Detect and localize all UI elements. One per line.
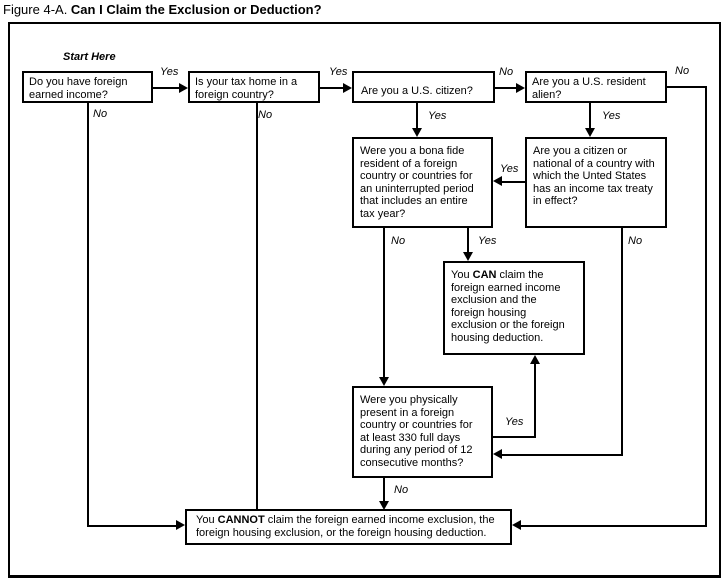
can-claim-text-post: claim the foreign earned income exclusio…	[451, 269, 565, 344]
start-here-label: Start Here	[63, 51, 116, 63]
node-can-claim: You CAN claim the foreign earned income …	[443, 261, 585, 355]
arrowhead-into-cannot-left	[176, 520, 185, 530]
line-taxhome-citizen	[320, 87, 344, 89]
node-cannot-claim: You CANNOT claim the foreign earned inco…	[185, 509, 512, 545]
node-foreign-income: Do you have foreign earned income?	[22, 71, 153, 103]
label-yes-taxhome-citizen: Yes	[329, 66, 348, 78]
can-claim-text-bold: CAN	[472, 269, 497, 281]
line-alien-no-bottom	[520, 525, 706, 527]
label-no-citizen-alien: No	[499, 66, 514, 78]
line-treaty-yes-left	[502, 181, 525, 183]
flowchart-border	[8, 22, 721, 578]
label-yes-citizen-down: Yes	[428, 110, 447, 122]
figure-title-prefix: Figure 4-A.	[3, 2, 71, 17]
figure-title: Figure 4-A. Can I Claim the Exclusion or…	[3, 2, 322, 17]
label-no-physical-down: No	[394, 484, 409, 496]
line-physical-yes-right	[493, 436, 536, 438]
label-yes-treaty-bonafide: Yes	[500, 163, 519, 175]
label-no-alien-out: No	[675, 65, 690, 77]
arrowhead-into-alien	[516, 83, 525, 93]
arrowhead-into-can-bottom	[530, 355, 540, 364]
can-claim-text-pre: You	[451, 269, 473, 281]
line-treaty-no-left	[502, 454, 622, 456]
label-yes-bonafide-down: Yes	[478, 235, 497, 247]
arrowhead-into-physical-top	[379, 377, 389, 386]
figure-title-text: Can I Claim the Exclusion or Deduction?	[70, 2, 322, 17]
line-citizen-alien	[495, 87, 517, 89]
line-alien-no-right	[705, 86, 707, 527]
line-income-no-down	[87, 102, 89, 527]
arrowhead-into-bonafide-right	[493, 176, 502, 186]
cannot-claim-text-bold: CANNOT	[217, 514, 265, 526]
arrowhead-into-can-top	[463, 252, 473, 261]
line-taxhome-no-down	[256, 102, 258, 510]
node-us-citizen: Are you a U.S. citizen?	[352, 71, 495, 103]
cannot-claim-text-pre: You	[196, 514, 218, 526]
label-no-income-down: No	[93, 108, 108, 120]
arrowhead-into-bonafide	[412, 128, 422, 137]
line-income-no-bottom	[87, 525, 177, 527]
label-yes-alien-down: Yes	[602, 110, 621, 122]
arrowhead-into-taxhome	[179, 83, 188, 93]
line-citizen-yes-down	[416, 102, 418, 129]
node-physical-presence: Were you physically present in a foreign…	[352, 386, 493, 478]
cannot-claim-text-post: claim the foreign earned income exclusio…	[196, 514, 495, 539]
arrowhead-into-cannot-right	[512, 520, 521, 530]
line-bonafide-no-down	[383, 228, 385, 378]
node-resident-alien: Are you a U.S. resident alien?	[525, 71, 667, 103]
arrowhead-into-treaty	[585, 128, 595, 137]
label-no-treaty-down: No	[628, 235, 643, 247]
node-tax-home: Is your tax home in a foreign country?	[188, 71, 320, 103]
line-physical-yes-up	[534, 363, 536, 438]
line-physical-no-down	[383, 478, 385, 502]
node-bona-fide-resident: Were you a bona fide resident of a forei…	[352, 137, 493, 228]
line-bonafide-yes-down	[467, 228, 469, 253]
arrowhead-into-cannot-top	[379, 501, 389, 510]
label-no-bonafide-down: No	[391, 235, 406, 247]
label-yes-physical-up: Yes	[505, 416, 524, 428]
line-treaty-no-down	[621, 228, 623, 456]
line-income-taxhome	[153, 87, 181, 89]
label-no-taxhome-down: No	[258, 109, 273, 121]
line-alien-no-top	[667, 86, 707, 88]
line-alien-yes-down	[589, 102, 591, 129]
arrowhead-into-physical-right	[493, 449, 502, 459]
node-tax-treaty: Are you a citizen or national of a count…	[525, 137, 667, 228]
arrowhead-into-citizen	[343, 83, 352, 93]
label-yes-income-taxhome: Yes	[160, 66, 179, 78]
